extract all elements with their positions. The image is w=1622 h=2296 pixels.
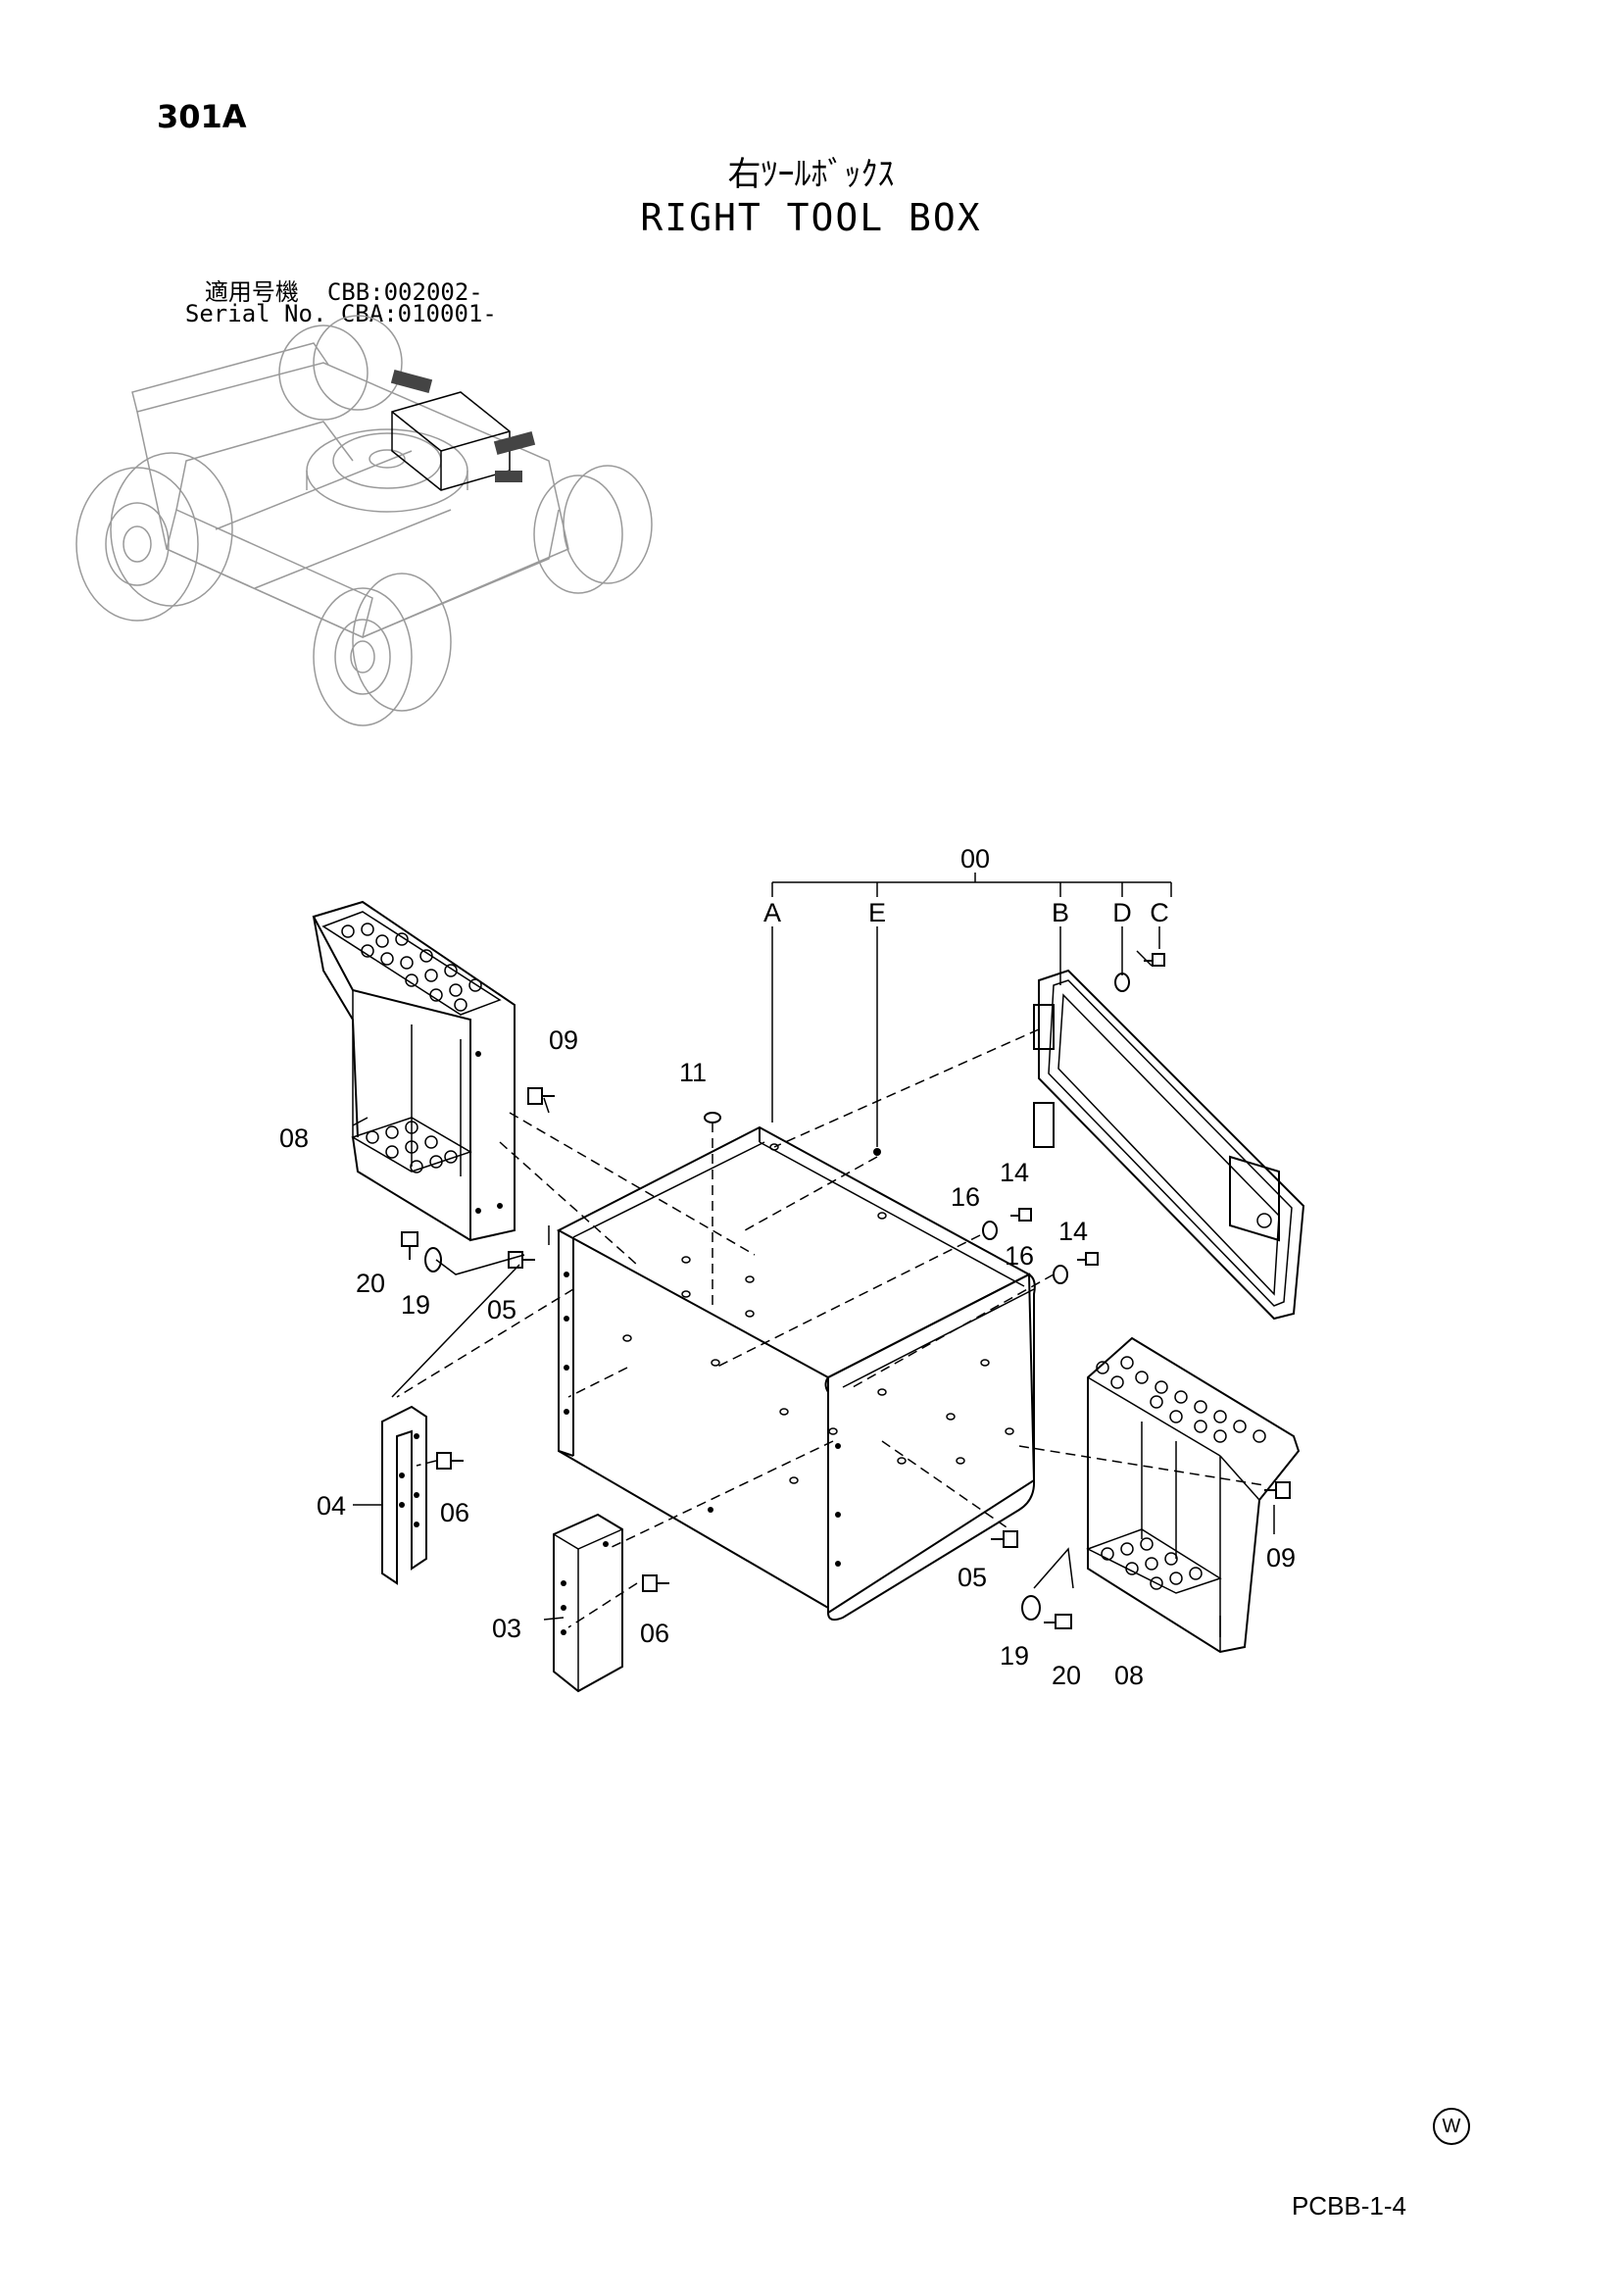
callout-09-left: 09: [549, 1025, 578, 1055]
title-japanese: 右ﾂｰﾙﾎﾞｯｸｽ: [727, 155, 895, 194]
leader-lines: [352, 950, 1275, 1637]
callout-B: B: [1052, 898, 1069, 927]
callout-03: 03: [492, 1614, 521, 1643]
callout-16-lower: 16: [1005, 1241, 1034, 1271]
watermark-symbol: W: [1433, 2108, 1470, 2145]
callout-08-left: 08: [279, 1123, 309, 1153]
bracket-04: [381, 1405, 427, 1585]
callout-06-lower: 06: [640, 1619, 669, 1648]
step-bracket-right: [1086, 1336, 1301, 1654]
callout-06-upper: 06: [440, 1498, 469, 1527]
serial-line-2: Serial No. CBA:010001-: [157, 273, 497, 327]
callout-11: 11: [679, 1058, 707, 1087]
footer-page-code: PCBB-1-4: [1291, 2191, 1406, 2221]
hardware: [401, 953, 1291, 1629]
callout-D: D: [1112, 898, 1132, 927]
callout-19-right: 19: [1000, 1641, 1029, 1671]
serial-line-1: 適用号機 CBB:002002-: [157, 245, 483, 307]
machine-overview-illustration: [75, 315, 653, 726]
serial-label-en: Serial No.: [184, 300, 327, 327]
serial-value-2: CBA:010001-: [340, 300, 497, 327]
bracket-03: [553, 1513, 623, 1693]
callout-04: 04: [317, 1491, 346, 1521]
tool-box-body: [556, 1125, 1036, 1622]
step-bracket-left: [312, 900, 516, 1242]
callout-20-left: 20: [356, 1269, 385, 1298]
callout-09-right: 09: [1266, 1543, 1296, 1572]
callout-16-upper: 16: [951, 1182, 980, 1212]
serial-value-1: CBB:002002-: [326, 278, 483, 306]
door-panel: [1033, 969, 1305, 1321]
callout-19-left: 19: [401, 1290, 430, 1320]
callout-14-lower: 14: [1058, 1217, 1088, 1246]
serial-label-jp: 適用号機: [204, 278, 299, 306]
callout-E: E: [868, 898, 886, 927]
callout-00: 00: [960, 844, 990, 873]
assembly-tree: [771, 873, 1172, 1147]
page-code: 301A: [157, 98, 247, 135]
callout-20-right: 20: [1052, 1661, 1081, 1690]
callout-05-left: 05: [487, 1295, 516, 1324]
callout-labels: 00 A E B D C 09 11 08 14 16 14 16 20 19 …: [279, 844, 1296, 1690]
callout-05-right: 05: [958, 1563, 987, 1592]
callout-C: C: [1150, 898, 1169, 927]
callout-08-right: 08: [1114, 1661, 1144, 1690]
callout-A: A: [763, 898, 781, 927]
callout-14-upper: 14: [1000, 1158, 1029, 1187]
title-english: RIGHT TOOL BOX: [640, 196, 982, 239]
